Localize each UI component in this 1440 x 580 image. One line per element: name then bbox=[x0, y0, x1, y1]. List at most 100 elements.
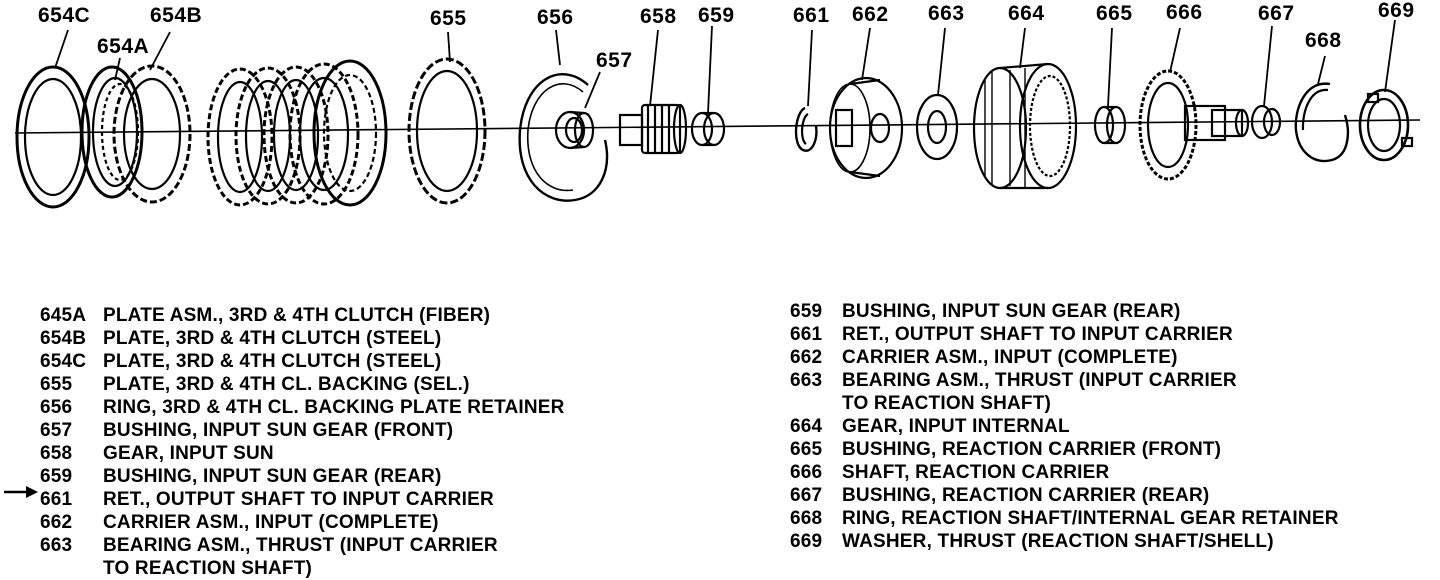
pointer-arrow-icon bbox=[4, 486, 38, 498]
legend-description: BEARING ASM., THRUST (INPUT CARRIER bbox=[103, 535, 498, 556]
legend-row-highlighted: 661 RET., OUTPUT SHAFT TO INPUT CARRIER bbox=[40, 488, 565, 511]
legend-description: PLATE, 3RD & 4TH CLUTCH (STEEL) bbox=[103, 328, 442, 349]
legend-code: 659 bbox=[40, 466, 73, 487]
part-667-bushing bbox=[1250, 104, 1282, 140]
callout-656: 656 bbox=[537, 6, 574, 29]
legend-code: 668 bbox=[790, 508, 823, 529]
callout-668: 668 bbox=[1305, 29, 1342, 52]
part-657-bushing bbox=[554, 110, 595, 150]
part-659-bushing bbox=[690, 111, 726, 147]
legend-description: BUSHING, REACTION CARRIER (FRONT) bbox=[842, 439, 1222, 460]
legend-description: SHAFT, REACTION CARRIER bbox=[842, 462, 1110, 483]
legend-description: PLATE, 3RD & 4TH CL. BACKING (SEL.) bbox=[103, 374, 470, 395]
part-661-retainer bbox=[794, 106, 818, 152]
callout-662: 662 bbox=[852, 3, 889, 26]
part-668-retainer-ring bbox=[1294, 82, 1350, 163]
legend-code: 667 bbox=[790, 485, 823, 506]
part-663-thrust-bearing bbox=[915, 93, 959, 161]
part-655-backing-plate bbox=[407, 57, 487, 205]
legend-description: TO REACTION SHAFT) bbox=[842, 393, 1052, 414]
legend-row: 663 BEARING ASM., THRUST (INPUT CARRIER bbox=[40, 534, 565, 557]
legend-description: TO REACTION SHAFT) bbox=[103, 558, 313, 579]
part-656-retainer-ring bbox=[518, 73, 609, 202]
callout-654c: 654C bbox=[38, 4, 91, 27]
center-axis-line bbox=[14, 119, 1421, 134]
legend-row: 661 RET., OUTPUT SHAFT TO INPUT CARRIER bbox=[790, 323, 1339, 346]
legend-code: 663 bbox=[790, 370, 823, 391]
legend-description: CARRIER ASM., INPUT (COMPLETE) bbox=[842, 347, 1178, 368]
legend-code: 659 bbox=[790, 301, 823, 322]
legend-right-column: 659 BUSHING, INPUT SUN GEAR (REAR) 661 RET… bbox=[790, 300, 1339, 553]
legend-row-continuation: TO REACTION SHAFT) bbox=[40, 557, 565, 580]
legend-description: BUSHING, INPUT SUN GEAR (REAR) bbox=[842, 301, 1181, 322]
callout-658: 658 bbox=[640, 5, 677, 28]
part-654c-clutch-plate bbox=[15, 65, 91, 209]
legend-row-continuation: TO REACTION SHAFT) bbox=[790, 392, 1339, 415]
legend-code: 645A bbox=[40, 305, 87, 326]
part-666-reaction-shaft bbox=[1138, 69, 1250, 181]
exploded-parts-diagram bbox=[14, 19, 1421, 209]
legend-code: 661 bbox=[40, 489, 73, 510]
legend-row: 656 RING, 3RD & 4TH CL. BACKING PLATE RET… bbox=[40, 396, 565, 419]
legend-code: 662 bbox=[790, 347, 823, 368]
legend-code: 657 bbox=[40, 420, 73, 441]
legend-row: 664 GEAR, INPUT INTERNAL bbox=[790, 415, 1339, 438]
callout-659: 659 bbox=[698, 4, 735, 27]
legend-description: BUSHING, INPUT SUN GEAR (FRONT) bbox=[103, 420, 454, 441]
legend-row: 659 BUSHING, INPUT SUN GEAR (REAR) bbox=[40, 465, 565, 488]
callout-654b: 654B bbox=[150, 4, 203, 27]
legend-description: RET., OUTPUT SHAFT TO INPUT CARRIER bbox=[103, 489, 494, 510]
callout-663: 663 bbox=[928, 2, 965, 25]
legend-code: 665 bbox=[790, 439, 823, 460]
legend-description: GEAR, INPUT INTERNAL bbox=[842, 416, 1070, 437]
legend-code: 669 bbox=[790, 531, 823, 552]
legend-row: 655 PLATE, 3RD & 4TH CL. BACKING (SEL.) bbox=[40, 373, 565, 396]
clutch-pack-stack bbox=[206, 59, 388, 207]
legend-row: 654C PLATE, 3RD & 4TH CLUTCH (STEEL) bbox=[40, 350, 565, 373]
legend-code: 656 bbox=[40, 397, 73, 418]
legend-row: 654B PLATE, 3RD & 4TH CLUTCH (STEEL) bbox=[40, 327, 565, 350]
part-658-sun-gear bbox=[618, 103, 688, 155]
part-665-bushing bbox=[1093, 105, 1127, 145]
part-662-input-carrier bbox=[828, 76, 904, 180]
legend-code: 666 bbox=[790, 462, 823, 483]
legend-row: 662 CARRIER ASM., INPUT (COMPLETE) bbox=[790, 346, 1339, 369]
legend-row: 659 BUSHING, INPUT SUN GEAR (REAR) bbox=[790, 300, 1339, 323]
legend-code: 663 bbox=[40, 535, 73, 556]
legend-code: 664 bbox=[790, 416, 823, 437]
callout-664: 664 bbox=[1008, 2, 1045, 25]
callout-657: 657 bbox=[596, 49, 633, 72]
legend-description: CARRIER ASM., INPUT (COMPLETE) bbox=[103, 512, 439, 533]
legend-row: 645A PLATE ASM., 3RD & 4TH CLUTCH (FIBER) bbox=[40, 304, 565, 327]
callout-661: 661 bbox=[793, 4, 830, 27]
legend-code: 661 bbox=[790, 324, 823, 345]
legend-code bbox=[40, 557, 103, 580]
legend-description: RET., OUTPUT SHAFT TO INPUT CARRIER bbox=[842, 324, 1233, 345]
legend-code: 654B bbox=[40, 328, 87, 349]
legend-description: BUSHING, INPUT SUN GEAR (REAR) bbox=[103, 466, 442, 487]
legend-row: 666 SHAFT, REACTION CARRIER bbox=[790, 461, 1339, 484]
legend-description: PLATE, 3RD & 4TH CLUTCH (STEEL) bbox=[103, 351, 442, 372]
legend-description: BUSHING, REACTION CARRIER (REAR) bbox=[842, 485, 1210, 506]
callout-654a: 654A bbox=[97, 35, 150, 58]
legend-description: WASHER, THRUST (REACTION SHAFT/SHELL) bbox=[842, 531, 1274, 552]
part-664-internal-gear bbox=[972, 62, 1078, 190]
legend-row: 657 BUSHING, INPUT SUN GEAR (FRONT) bbox=[40, 419, 565, 442]
legend-row: 667 BUSHING, REACTION CARRIER (REAR) bbox=[790, 484, 1339, 507]
legend-left-column: 645A PLATE ASM., 3RD & 4TH CLUTCH (FIBER)… bbox=[40, 304, 565, 580]
legend-row: 669 WASHER, THRUST (REACTION SHAFT/SHELL) bbox=[790, 530, 1339, 553]
callout-666: 666 bbox=[1166, 1, 1203, 24]
leader-lines bbox=[54, 19, 1396, 114]
callout-669: 669 bbox=[1378, 0, 1415, 22]
callout-665: 665 bbox=[1096, 2, 1133, 25]
callout-667: 667 bbox=[1258, 2, 1295, 25]
legend-code: 655 bbox=[40, 374, 73, 395]
legend-description: RING, 3RD & 4TH CL. BACKING PLATE RETAIN… bbox=[103, 397, 565, 418]
legend-code: 654C bbox=[40, 351, 87, 372]
legend-code: 662 bbox=[40, 512, 73, 533]
legend-row: 662 CARRIER ASM., INPUT (COMPLETE) bbox=[40, 511, 565, 534]
legend-description: PLATE ASM., 3RD & 4TH CLUTCH (FIBER) bbox=[103, 305, 491, 326]
